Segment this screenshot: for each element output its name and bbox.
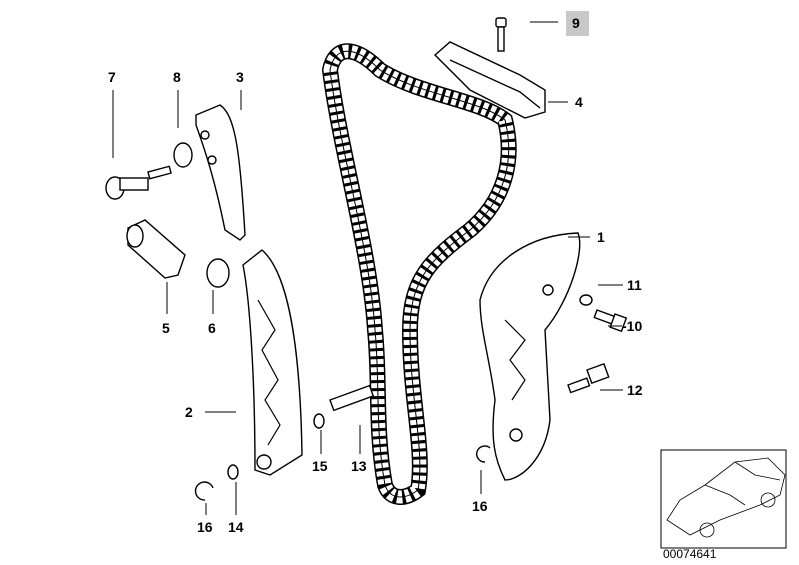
guide-rail-4[interactable] xyxy=(433,41,546,119)
callout-5[interactable]: 5 xyxy=(162,320,170,336)
callout-16-right[interactable]: 16 xyxy=(472,498,488,514)
callout-14[interactable]: 14 xyxy=(228,519,244,535)
callout-11[interactable]: 11 xyxy=(627,277,642,293)
guide-rail-2[interactable] xyxy=(242,249,303,476)
callout-9-highlight xyxy=(566,11,589,36)
callout-3[interactable]: 3 xyxy=(236,69,244,85)
screw-plug-7[interactable] xyxy=(105,165,172,200)
callout-2[interactable]: 2 xyxy=(185,404,193,420)
callout-lines xyxy=(112,21,623,515)
callout-13[interactable]: 13 xyxy=(351,458,367,474)
circlip-16-right[interactable] xyxy=(476,445,491,463)
bolt-10[interactable] xyxy=(593,309,628,333)
seal-ring-8[interactable] xyxy=(173,142,193,168)
seal-ring-6[interactable] xyxy=(206,258,230,288)
washer-14[interactable] xyxy=(227,464,239,480)
callout-9[interactable]: 9 xyxy=(572,15,580,31)
callout-16-left[interactable]: 16 xyxy=(197,519,213,535)
circlip-16-left[interactable] xyxy=(194,481,214,501)
bolt-9[interactable] xyxy=(495,17,507,52)
washer-11[interactable] xyxy=(579,294,593,306)
chain-tensioner-5[interactable] xyxy=(126,219,186,279)
callout-1[interactable]: 1 xyxy=(597,229,605,245)
washer-15[interactable] xyxy=(313,413,325,429)
timing-chain[interactable] xyxy=(321,43,517,505)
callout-10[interactable]: -10 xyxy=(622,318,642,334)
bearing-pin-13[interactable] xyxy=(329,384,375,412)
diagram-number: 00074641 xyxy=(663,547,717,561)
callout-4[interactable]: 4 xyxy=(575,94,583,110)
car-outline-icon xyxy=(666,457,786,536)
callout-15[interactable]: 15 xyxy=(312,458,328,474)
callout-6[interactable]: 6 xyxy=(208,320,216,336)
callout-12[interactable]: 12 xyxy=(627,382,643,398)
guide-rail-1[interactable] xyxy=(479,232,581,481)
vehicle-inset xyxy=(660,449,787,549)
callout-7[interactable]: 7 xyxy=(108,69,116,85)
bearing-bolt-12[interactable] xyxy=(567,362,610,394)
tensioner-rail-3[interactable] xyxy=(195,104,246,241)
callout-8[interactable]: 8 xyxy=(173,69,181,85)
